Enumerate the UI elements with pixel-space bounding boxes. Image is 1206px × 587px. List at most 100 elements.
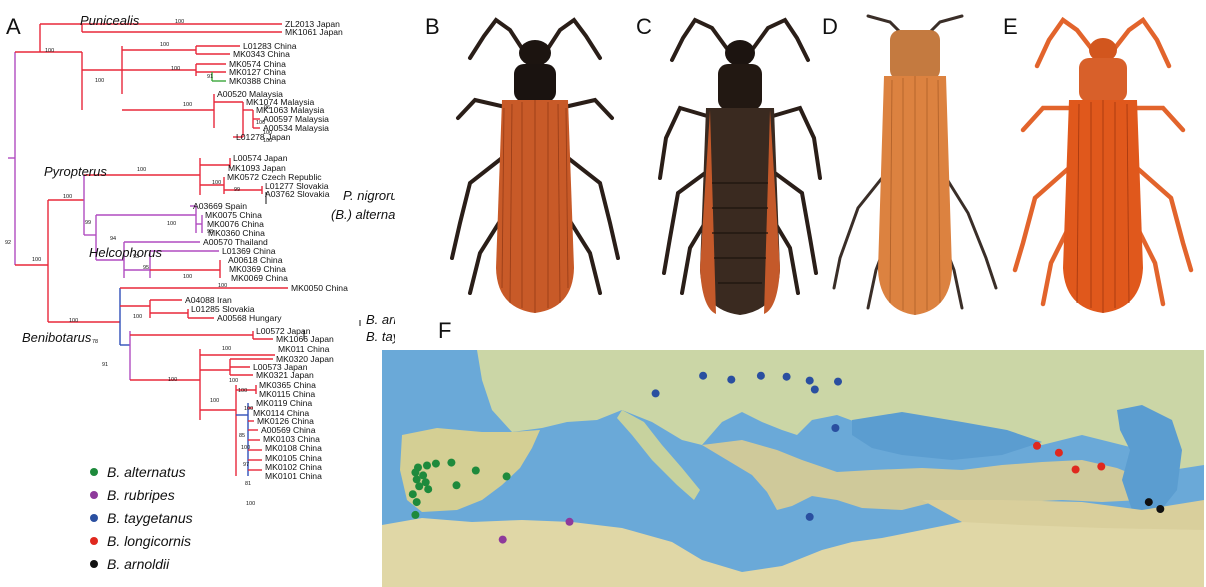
tip-label: A00568 Hungary: [217, 313, 282, 323]
occurrence-point: [727, 376, 735, 384]
occurrence-point: [453, 481, 461, 489]
support-value: 100: [137, 167, 146, 173]
support-value: 100: [171, 66, 180, 72]
note-taygetanus: B. taygetanus: [366, 329, 395, 344]
support-value: 100: [244, 406, 253, 412]
support-value: 91: [207, 74, 213, 80]
occurrence-point: [1072, 466, 1080, 474]
legend-item-taygetanus: B. taygetanus: [90, 506, 290, 529]
beetle-photo-dorsal-dark: [440, 8, 630, 323]
support-value: 100: [238, 388, 247, 394]
legend-label: B. rubripes: [107, 487, 175, 503]
occurrence-point: [472, 467, 480, 475]
support-value: 100: [63, 194, 72, 200]
occurrence-point: [411, 511, 419, 519]
occurrence-point: [413, 475, 421, 483]
legend-dot-green: [90, 468, 98, 476]
legend-dot-black: [90, 560, 98, 568]
beetle-photo-dorsal-orange: [1003, 8, 1203, 323]
panel-label-b: B: [425, 14, 440, 40]
support-value: 100: [69, 318, 78, 324]
species-legend: B. alternatus B. rubripes B. taygetanus …: [90, 460, 290, 575]
support-value: 100: [168, 377, 177, 383]
support-value: 100: [222, 346, 231, 352]
tip-label: L00574 Japan: [233, 153, 288, 163]
occurrence-point: [424, 485, 432, 493]
support-value: 100: [45, 48, 54, 54]
support-value: 100: [210, 398, 219, 404]
support-value: 78: [92, 339, 98, 345]
support-value: 100: [183, 102, 192, 108]
support-value: 100: [95, 78, 104, 84]
legend-dot-purple: [90, 491, 98, 499]
tip-label: MK0388 China: [229, 76, 286, 86]
tip-label: MK1066 Japan: [276, 334, 334, 344]
occurrence-point: [806, 377, 814, 385]
support-value: 99: [85, 220, 91, 226]
support-value: 100: [212, 180, 221, 186]
clade-label-pyropterus: Pyropterus: [44, 164, 107, 179]
legend-label: B. alternatus: [107, 464, 186, 480]
support-value: 100: [229, 378, 238, 384]
occurrence-point: [652, 389, 660, 397]
support-value: 94: [110, 236, 116, 242]
support-value: 99: [234, 187, 240, 193]
support-value: 85: [239, 433, 245, 439]
support-value: 100: [160, 42, 169, 48]
support-value: 93: [133, 254, 139, 260]
occurrence-point: [415, 482, 423, 490]
occurrence-point: [566, 518, 574, 526]
legend-label: B. taygetanus: [107, 510, 193, 526]
panel-label-f: F: [438, 318, 451, 344]
legend-item-longicornis: B. longicornis: [90, 529, 290, 552]
occurrence-point: [699, 372, 707, 380]
note-nigroruber: P. nigroruber: [343, 188, 395, 203]
tip-label: L01278 Japan: [236, 132, 291, 142]
clade-label-helcophorus: Helcophorus: [89, 245, 162, 260]
clade-label-benibotarus: Benibotarus: [22, 330, 92, 345]
support-value: 95: [143, 265, 149, 271]
support-value: 100: [133, 314, 142, 320]
occurrence-point: [783, 373, 791, 381]
occurrence-point: [831, 424, 839, 432]
legend-dot-red: [90, 537, 98, 545]
occurrence-point: [411, 468, 419, 476]
distribution-map: [382, 350, 1204, 587]
occurrence-point: [409, 490, 417, 498]
occurrence-point: [757, 372, 765, 380]
support-value: 92: [5, 240, 11, 246]
legend-dot-blue: [90, 514, 98, 522]
tip-label: MK011 China: [278, 344, 330, 354]
tip-label: MK0343 China: [233, 49, 290, 59]
occurrence-point: [499, 536, 507, 544]
occurrence-point: [432, 460, 440, 468]
support-value: 100: [218, 283, 227, 289]
occurrence-point: [1055, 449, 1063, 457]
note-alternatus: (B.) alternatus: [331, 207, 395, 222]
occurrence-point: [1145, 498, 1153, 506]
support-value: 91: [102, 362, 108, 368]
tip-label: MK0069 China: [231, 273, 288, 283]
occurrence-point: [806, 513, 814, 521]
tip-label: MK0321 Japan: [256, 370, 314, 380]
occurrence-point: [1097, 463, 1105, 471]
legend-item-rubripes: B. rubripes: [90, 483, 290, 506]
tip-label: MK0108 China: [265, 443, 322, 453]
tip-label: A03762 Slovakia: [265, 189, 330, 199]
occurrence-point: [834, 378, 842, 386]
beetle-photo-dorsal-pale: [828, 8, 1003, 323]
occurrence-point: [503, 472, 511, 480]
legend-item-alternatus: B. alternatus: [90, 460, 290, 483]
support-value: 100: [167, 221, 176, 227]
occurrence-point: [811, 386, 819, 394]
occurrence-point: [413, 498, 421, 506]
occurrence-point: [447, 459, 455, 467]
support-value: 100: [175, 19, 184, 25]
clade-label-punicealis: Punicealis: [80, 13, 140, 28]
legend-item-arnoldii: B. arnoldii: [90, 552, 290, 575]
tip-label: MK0050 China: [291, 283, 348, 293]
support-value: 100: [32, 257, 41, 263]
occurrence-point: [423, 462, 431, 470]
legend-label: B. longicornis: [107, 533, 191, 549]
